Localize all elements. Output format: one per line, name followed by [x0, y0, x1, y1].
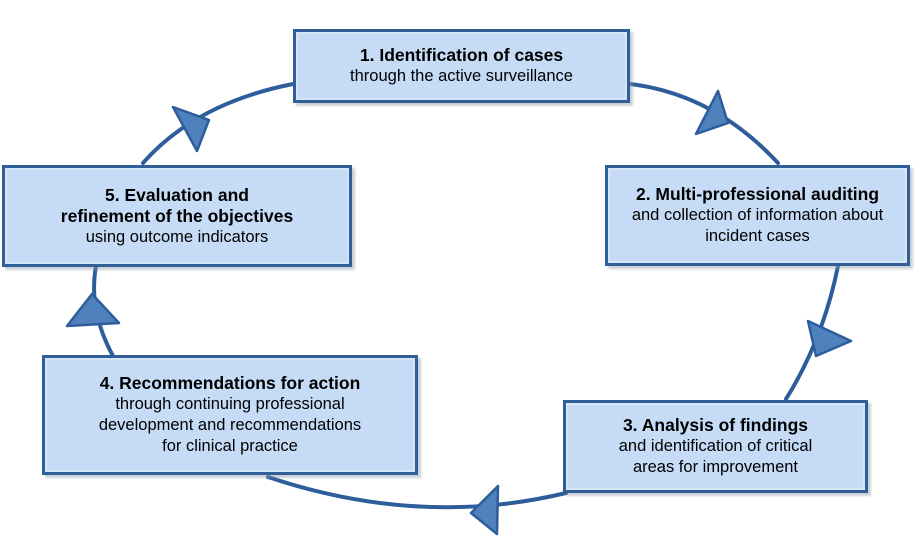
step-3-title: 3. Analysis of findings: [622, 415, 809, 435]
step-2-title: 2. Multi-professional auditing: [635, 184, 880, 204]
step-5-title: refinement of the objectives: [60, 205, 294, 226]
step-5-box: 5. Evaluation and refinement of the obje…: [2, 165, 352, 267]
step-1-box: 1. Identification of cases through the a…: [293, 29, 630, 103]
arrowhead-2-3-icon: [806, 319, 853, 358]
step-4-title: 4. Recommendations for action: [99, 373, 361, 393]
step-3-box: 3. Analysis of findings and identificati…: [563, 400, 868, 493]
arrowhead-3-4-icon: [469, 484, 500, 536]
step-4-box: 4. Recommendations for action through co…: [42, 355, 418, 475]
step-3-subtitle: and identification of critical: [618, 437, 813, 455]
arrowhead-1-2-icon: [694, 89, 730, 136]
arrow-3-4: [266, 475, 568, 536]
step-3-subtitle: areas for improvement: [632, 458, 799, 476]
step-5-subtitle: using outcome indicators: [85, 227, 269, 246]
arrow-1-2: [628, 82, 780, 165]
arrowhead-4-5-icon: [65, 292, 121, 328]
step-2-box: 2. Multi-professional auditing and colle…: [605, 165, 910, 266]
step-1-title: 1. Identification of cases: [359, 45, 564, 65]
step-2-subtitle: and collection of information about: [631, 206, 884, 224]
step-1-subtitle: through the active surveillance: [350, 67, 573, 85]
arrow-5-1: [141, 82, 295, 165]
arrowhead-5-1-icon: [171, 105, 211, 153]
step-5-title: 5. Evaluation and: [105, 184, 249, 205]
step-4-subtitle: through continuing professional: [115, 395, 345, 413]
step-4-subtitle: for clinical practice: [162, 437, 298, 455]
arrow-2-3: [784, 264, 853, 401]
step-4-subtitle: development and recommendations: [98, 416, 362, 434]
arrow-4-5: [65, 264, 121, 358]
step-2-subtitle: incident cases: [705, 227, 810, 245]
